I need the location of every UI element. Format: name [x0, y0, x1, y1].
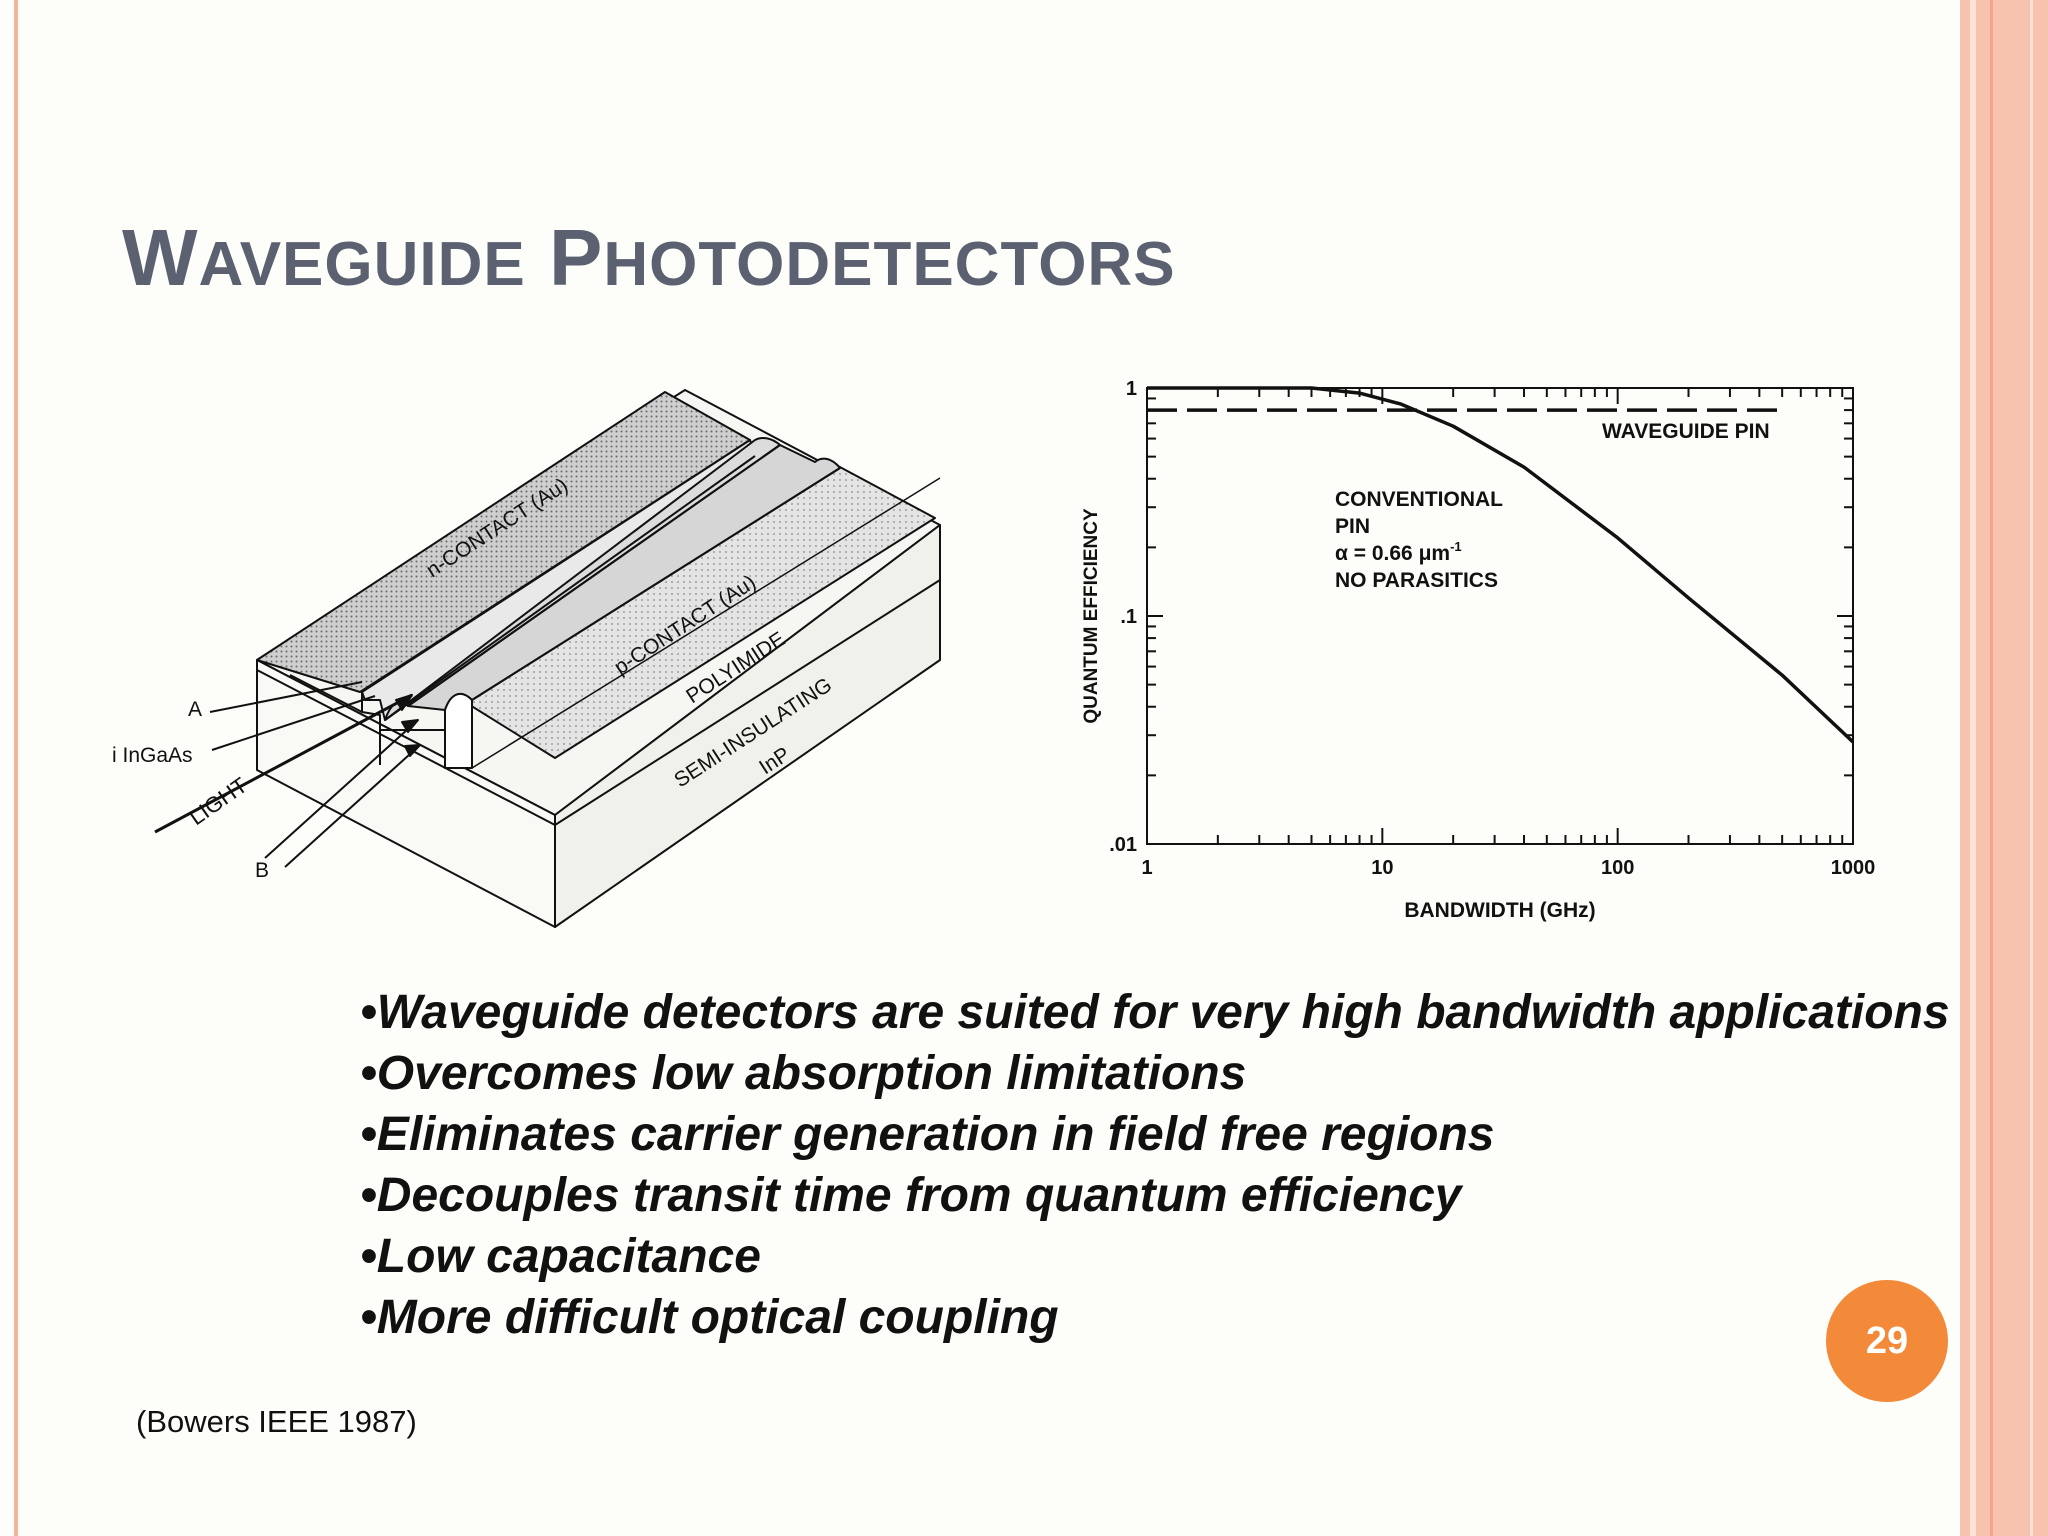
- bullet-item: •Overcomes low absorption limitations: [360, 1047, 1247, 1100]
- annotation-alpha: α = 0.66 μm-1: [1335, 539, 1462, 565]
- title-initial-p: P: [548, 213, 604, 302]
- x-axis-ticks: [1146, 388, 1844, 844]
- bullet-list: •Waveguide detectors are suited for very…: [360, 982, 1950, 1348]
- slide-title: WAVEGUIDE PHOTODETECTORS: [122, 212, 1176, 304]
- annotation-alpha-unit: μm: [1419, 542, 1451, 565]
- annotation-alpha-value: α = 0.66: [1335, 542, 1419, 565]
- x-tick-label: 10: [1371, 857, 1393, 879]
- x-tick-label: 1: [1141, 857, 1152, 879]
- page-number-badge: 29: [1826, 1280, 1948, 1402]
- label-light: LIGHT: [185, 772, 252, 830]
- x-axis-tick-labels: 1 10 100 1000: [1141, 857, 1875, 879]
- bullet-item: •Low capacitance: [360, 1230, 761, 1283]
- waveguide-device-diagram: n-CONTACT (Au) p-CONTACT (Au) POLYIMIDE …: [112, 389, 941, 928]
- annotation-no-parasitics: NO PARASITICS: [1335, 569, 1498, 592]
- y-axis-ticks: [1147, 397, 1853, 845]
- right-frame-edge-line: [2030, 0, 2033, 1536]
- quantum-efficiency-chart: 1 10 100 1000 1 .1 .01 BANDWIDTH (GHz) QUANTU…: [1081, 378, 1875, 922]
- label-b: B: [255, 859, 269, 882]
- left-frame-line: [14, 0, 18, 1536]
- annotation-waveguide-pin: WAVEGUIDE PIN: [1602, 420, 1770, 443]
- x-axis-label: BANDWIDTH (GHz): [1404, 899, 1595, 922]
- title-initial-w: W: [122, 213, 199, 302]
- title-word-1-rest: AVEGUIDE: [198, 230, 526, 299]
- x-tick-label: 1000: [1831, 857, 1876, 879]
- y-tick-label: .1: [1120, 606, 1137, 628]
- y-tick-label: 1: [1126, 378, 1137, 400]
- bullet-item: •Decouples transit time from quantum eff…: [360, 1169, 1462, 1222]
- x-tick-label: 100: [1601, 857, 1634, 879]
- chart-frame: [1146, 387, 1854, 845]
- y-tick-label: .01: [1109, 834, 1137, 856]
- annotation-pin: PIN: [1335, 515, 1370, 538]
- title-word-2-rest: HOTODETECTORS: [603, 230, 1176, 299]
- y-axis-label: QUANTUM EFFICIENCY: [1081, 508, 1102, 724]
- bullet-item: •Waveguide detectors are suited for very…: [360, 986, 1950, 1039]
- series-layer: [1147, 386, 1855, 744]
- series-line-conventional-pin: [1147, 386, 1855, 744]
- right-frame-accent-line: [1990, 0, 1993, 1536]
- citation: (Bowers IEEE 1987): [136, 1404, 417, 1439]
- annotation-conventional: CONVENTIONAL: [1335, 488, 1503, 511]
- bullet-item: •Eliminates carrier generation in field …: [360, 1108, 1495, 1161]
- plot-area: [1146, 387, 1854, 845]
- y-axis-tick-labels: 1 .1 .01: [1109, 378, 1137, 856]
- label-ingaas: i InGaAs: [112, 744, 193, 767]
- bullet-item: •More difficult optical coupling: [360, 1291, 1059, 1344]
- annotation-alpha-exponent: -1: [1450, 539, 1462, 554]
- label-a: A: [188, 698, 202, 721]
- right-frame-inner-line: [1970, 0, 1976, 1536]
